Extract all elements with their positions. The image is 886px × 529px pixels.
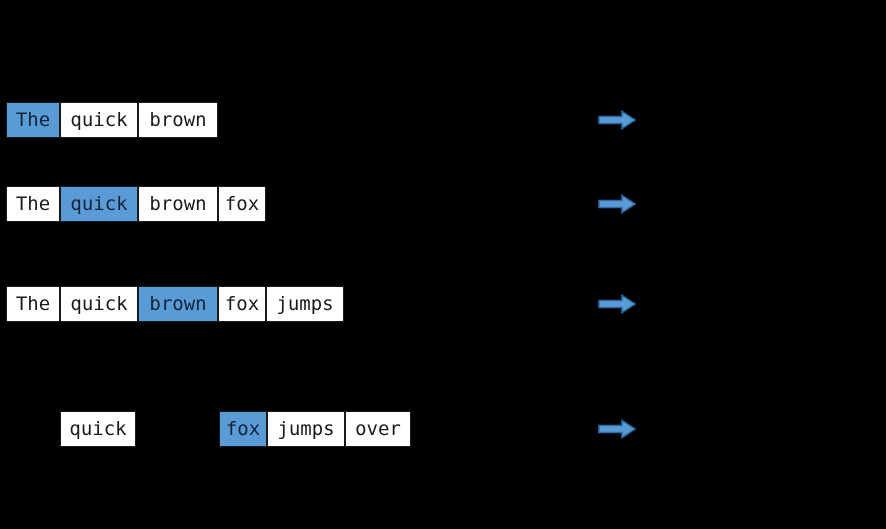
token-cell[interactable]: quick [60,286,138,322]
right-arrow-icon [598,294,638,314]
right-arrow-icon [598,110,638,130]
token-cell[interactable]: brown [138,186,218,222]
token-cell[interactable]: quick [60,411,136,447]
token-cell-highlighted[interactable]: brown [138,286,218,322]
right-arrow-icon [598,419,638,439]
token-cell[interactable]: jumps [267,411,345,447]
token-cell[interactable]: over [345,411,411,447]
token-cell[interactable]: fox [218,186,266,222]
token-cell[interactable]: The [6,186,60,222]
token-cell[interactable]: The [6,286,60,322]
token-gap [136,411,219,447]
right-arrow-icon [598,194,638,214]
token-cell[interactable]: jumps [266,286,344,322]
token-cell[interactable]: quick [60,102,138,138]
token-cell-highlighted[interactable]: The [6,102,60,138]
token-cell-highlighted[interactable]: fox [219,411,267,447]
token-cell[interactable]: brown [138,102,218,138]
token-cell-highlighted[interactable]: quick [60,186,138,222]
token-cell[interactable]: fox [218,286,266,322]
